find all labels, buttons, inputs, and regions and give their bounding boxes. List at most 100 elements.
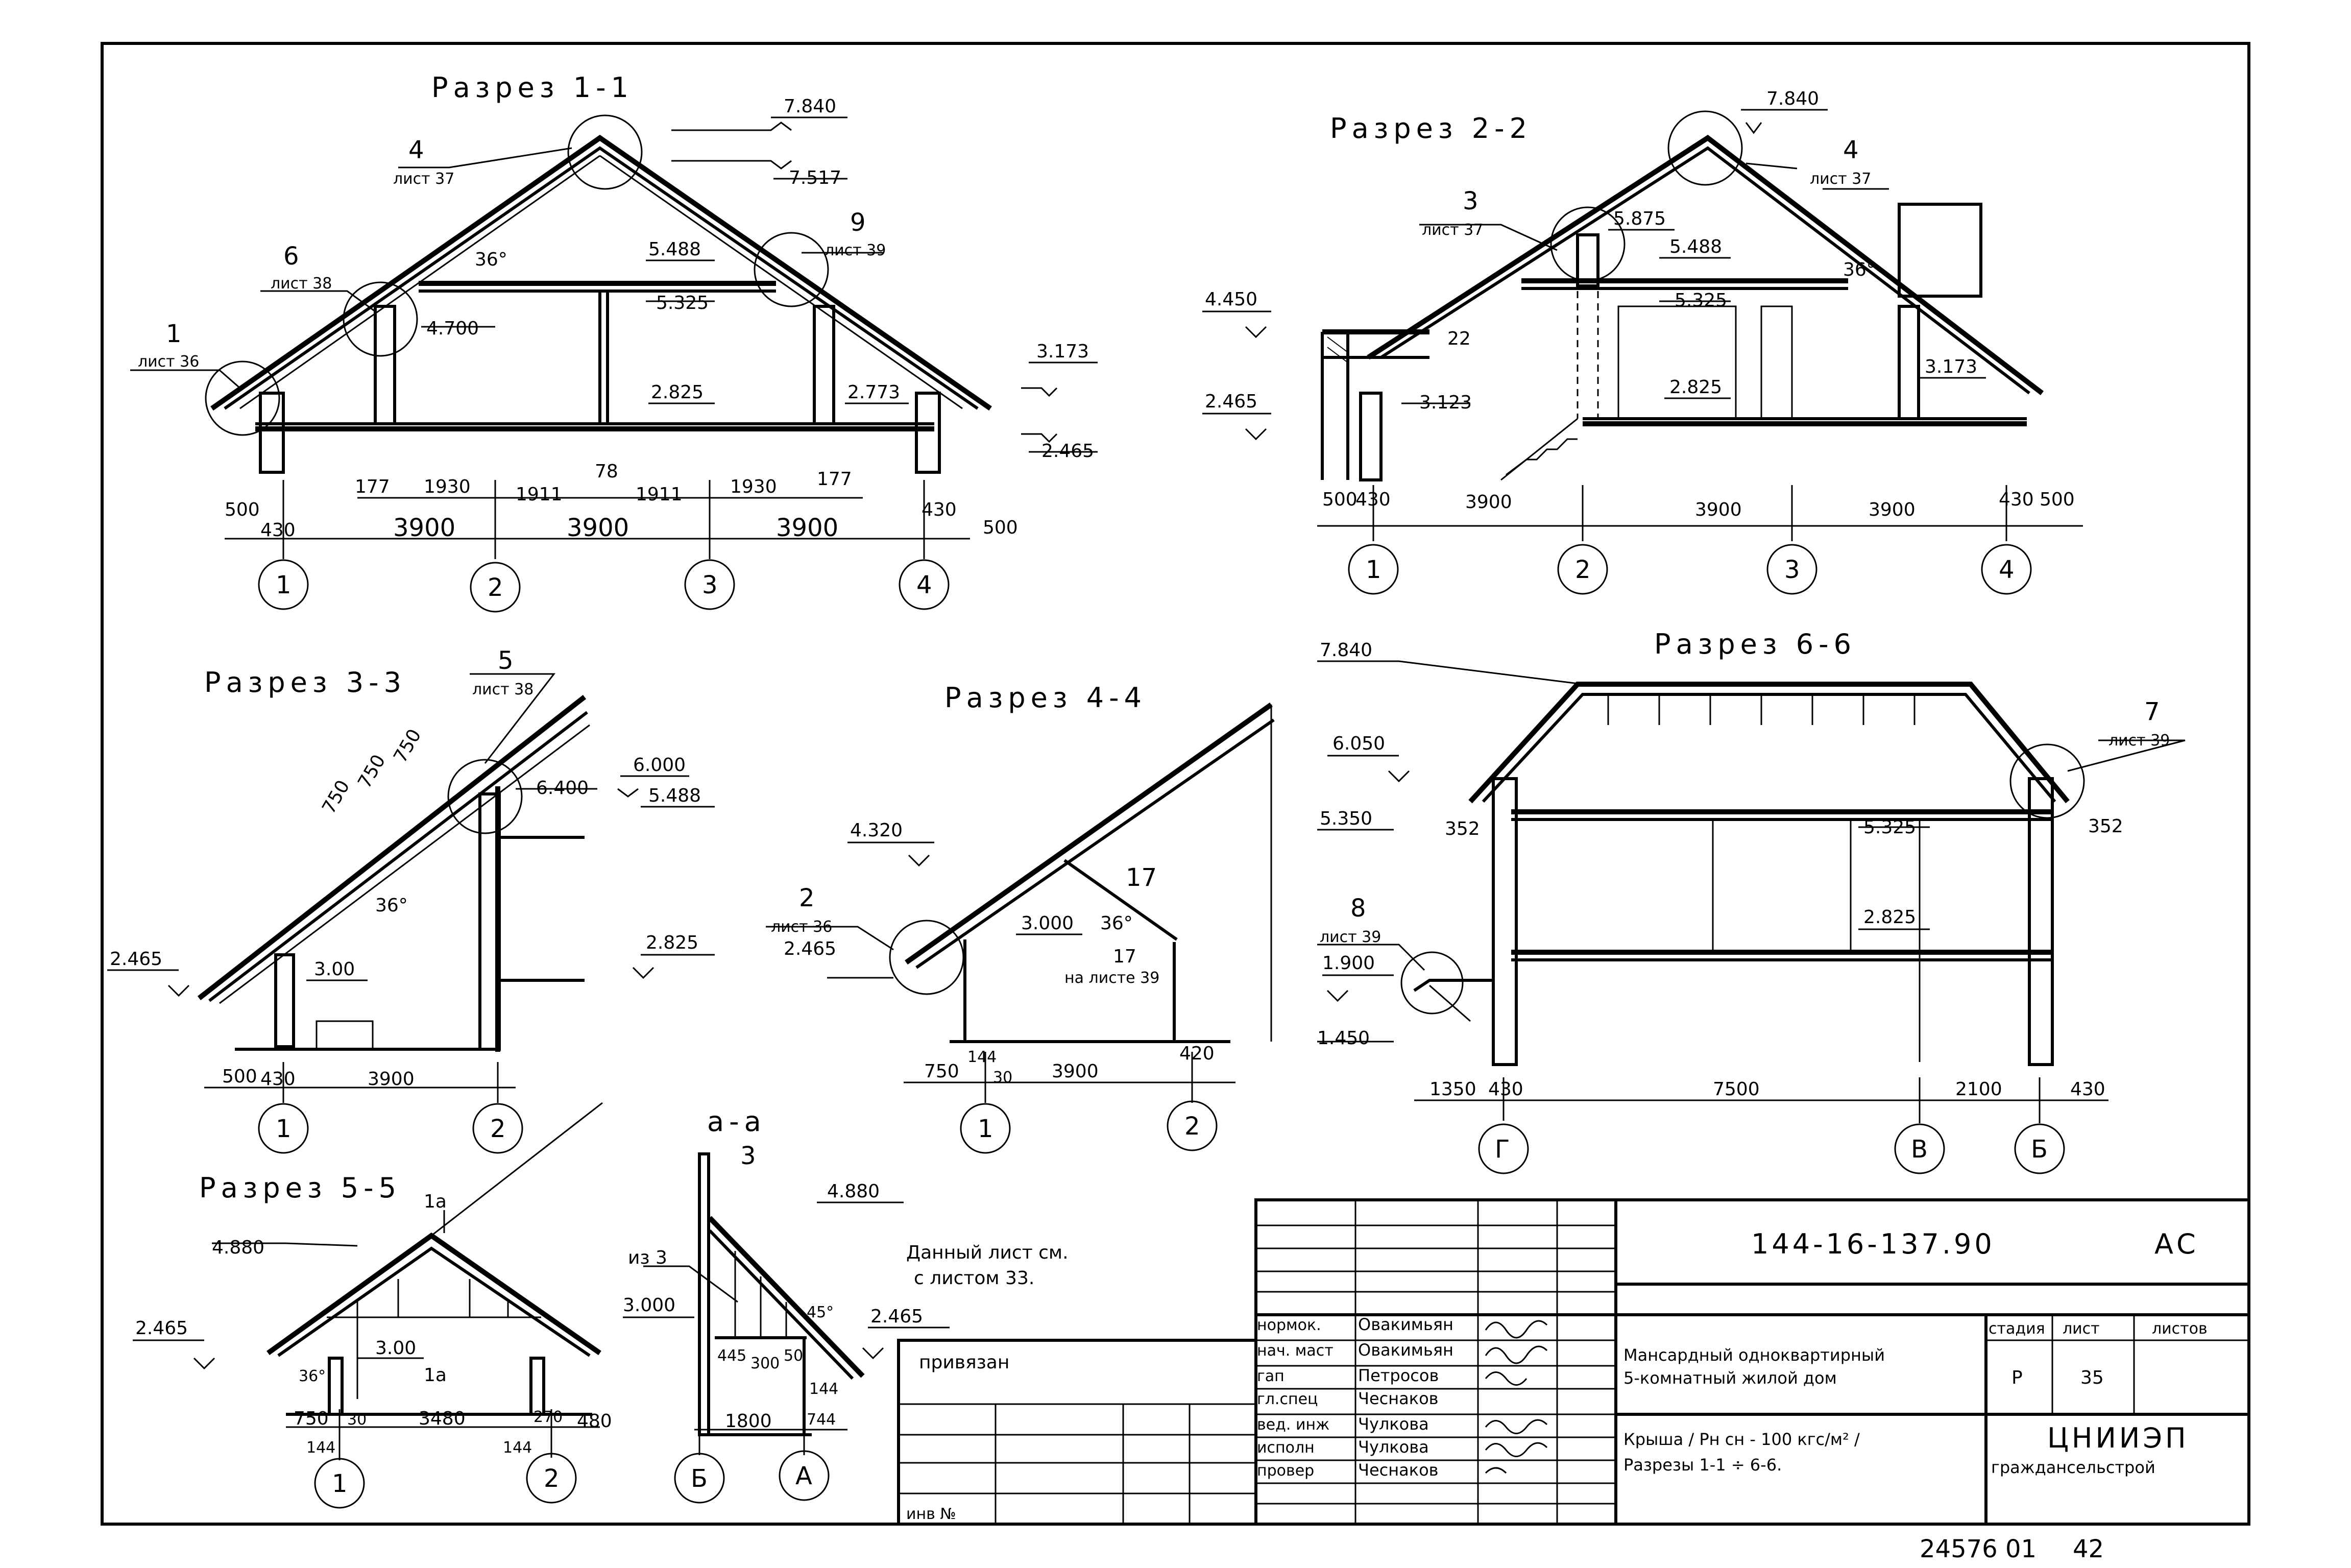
level-mark: 3.000 [1021, 913, 1074, 934]
callout-num: 2 [799, 884, 815, 912]
dim-label: 1911 [636, 484, 683, 505]
axis-bubble: А [795, 1462, 812, 1490]
level-mark: 2.825 [1669, 377, 1722, 398]
col-header: стадия [1989, 1320, 2045, 1338]
role-name: Овакимьян [1358, 1315, 1453, 1334]
signature [1485, 1442, 1548, 1457]
inv-label: инв № [906, 1505, 956, 1523]
note-label: 17 [1126, 863, 1157, 892]
axis-bubble: 2 [488, 573, 503, 602]
axis-bubble: 1 [276, 1115, 292, 1143]
level-mark: 2.825 [1863, 907, 1916, 928]
axis-bubble: Б [2031, 1135, 2048, 1164]
level-mark: 4.880 [827, 1181, 880, 1202]
section-6-6: Разрез 6-6 7 лист 39 8 лист 39 7.840 6.0… [1317, 628, 2186, 1174]
role-label: провер [1257, 1462, 1314, 1480]
dim-label: 3900 [776, 514, 838, 542]
level-mark: 4.450 [1205, 289, 1257, 310]
dim-label: 50 [784, 1347, 803, 1365]
callout-num: 1 [166, 320, 182, 348]
callout-num: 4 [1843, 136, 1859, 164]
dim-label: 352 [1445, 818, 1480, 839]
dim-label: 3900 [1695, 499, 1742, 520]
dim-label: 144 [967, 1048, 997, 1066]
dim-label: 270 [534, 1408, 563, 1426]
section-label: 3 [740, 1142, 756, 1170]
dim-label: 3900 [1052, 1061, 1099, 1082]
role-name: Чеснаков [1358, 1460, 1439, 1480]
level-mark: 4.880 [212, 1237, 264, 1258]
axis-bubble: 2 [1575, 556, 1591, 584]
dim-label: 480 [577, 1411, 612, 1432]
callout-sheet: лист 39 [825, 242, 886, 259]
callout-sheet: лист 36 [138, 353, 199, 371]
callout-num: 7 [2144, 697, 2160, 726]
section-title: Разрез 4-4 [944, 682, 1147, 714]
signature [1485, 1320, 1548, 1339]
sheet-value: 35 [2080, 1367, 2104, 1388]
signature [1485, 1467, 1507, 1474]
dim-label: 430 [2070, 1079, 2105, 1100]
section-title: Разрез 1-1 [431, 71, 634, 104]
section-title: Разрез 6-6 [1654, 628, 1856, 660]
level-mark: 6.050 [1332, 733, 1385, 754]
level-mark: 5.350 [1320, 808, 1372, 829]
archive-code: 24576 01 [1920, 1535, 2037, 1563]
org-name: ЦНИИЭП [2047, 1422, 2189, 1454]
level-mark: 3.00 [375, 1338, 416, 1359]
role-label: вед. инж [1257, 1416, 1329, 1434]
level-mark: 2.465 [1205, 391, 1257, 412]
col-header: листов [2152, 1320, 2208, 1338]
role-name: Петросов [1358, 1366, 1439, 1385]
angle-label: 36° [475, 249, 507, 270]
section-title: Разрез 5-5 [199, 1172, 401, 1204]
axis-bubble: Б [691, 1464, 708, 1493]
section-2-2: Разрез 2-2 3 лист 37 4 лист 37 7.84 [1202, 88, 2083, 595]
angle-label: 45° [807, 1304, 834, 1321]
section-1-1: Разрез 1-1 4 лист 37 9 лист 39 6 лист 38 [130, 71, 1098, 613]
callout-sheet: лист 37 [1422, 221, 1483, 239]
section-5-5: Разрез 5-5 1a 1a 4.880 2.465 3.00 36° 75… [133, 1102, 612, 1509]
section-title: а-а [707, 1105, 766, 1138]
dim-label: 750 [354, 751, 390, 792]
level-mark: 2.465 [135, 1318, 188, 1339]
col-header: лист [2063, 1320, 2100, 1338]
level-mark: 7.840 [1320, 640, 1372, 661]
callout-num: 5 [498, 646, 514, 675]
level-mark: 7.840 [784, 96, 836, 117]
privyazan-label: привязан [919, 1352, 1009, 1373]
dim-label: 144 [809, 1380, 838, 1398]
axis-bubble: 1 [332, 1469, 348, 1498]
callout-sheet: лист 39 [2108, 732, 2170, 750]
level-mark: 5.875 [1613, 208, 1666, 229]
level-mark: 5.488 [1669, 236, 1722, 257]
section-a-a: а-а 3 из 3 4.880 3.000 2.465 45° 445 300… [623, 1105, 950, 1504]
callout-num: 6 [283, 242, 299, 271]
section-label: из 3 [628, 1247, 667, 1268]
level-mark: 3.173 [1925, 356, 1977, 377]
role-label: нормок. [1257, 1316, 1321, 1334]
sheet-title: Разрезы 1-1 ÷ 6-6. [1623, 1455, 1782, 1475]
role-label: нач. маст [1257, 1342, 1334, 1360]
dim-label: 750 [924, 1061, 959, 1082]
axis-bubble: 2 [490, 1115, 506, 1143]
role-label: гап [1257, 1367, 1284, 1385]
dim-label: 78 [595, 461, 618, 482]
dim-label: 3900 [368, 1069, 415, 1090]
note-text: Данный лист см. [906, 1242, 1069, 1263]
dim-label: 2100 [1955, 1079, 2002, 1100]
stage-value: Р [2011, 1367, 2023, 1388]
dim-label: 744 [807, 1411, 836, 1429]
axis-bubble: 1 [276, 571, 292, 599]
dim-label: 430 [260, 520, 296, 541]
callout-num: 4 [408, 136, 424, 164]
dim-label: 1800 [725, 1411, 772, 1432]
dim-label: 430 [1999, 489, 2034, 510]
axis-bubble: Г [1495, 1135, 1510, 1164]
role-name: Чеснаков [1358, 1389, 1439, 1408]
level-mark: 1.450 [1317, 1028, 1370, 1049]
axis-bubble: 4 [916, 571, 932, 599]
dim-label: 500 [983, 517, 1018, 538]
dim-label: 430 [922, 499, 957, 520]
